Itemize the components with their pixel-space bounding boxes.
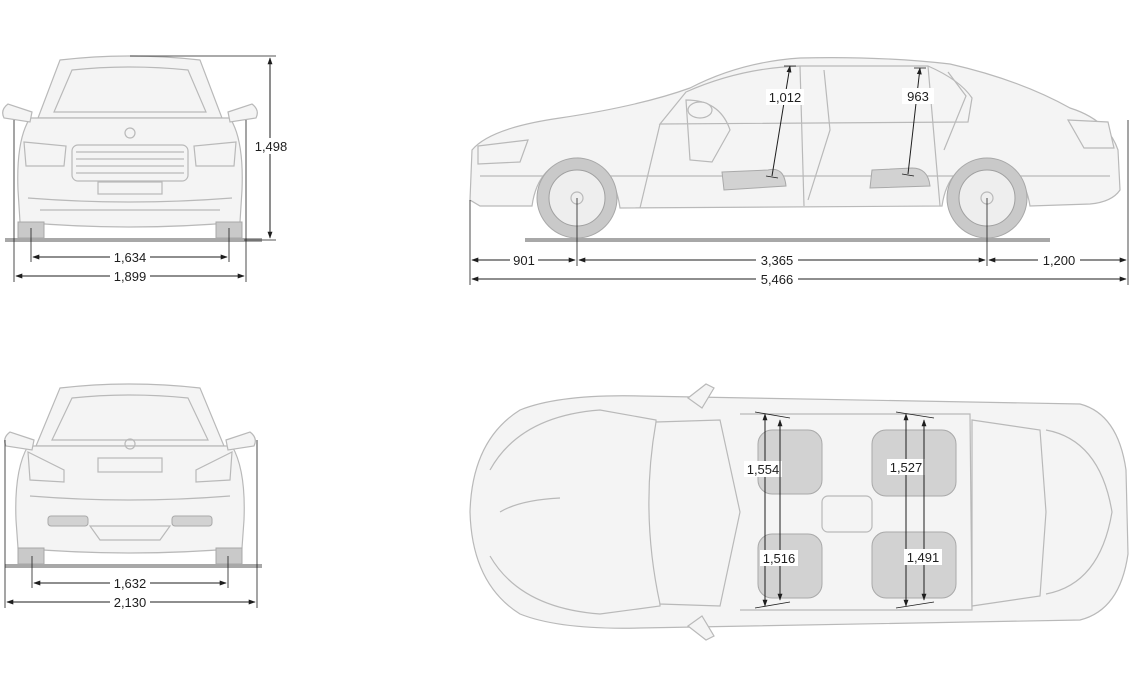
rear-left-tyre <box>17 547 45 565</box>
top-right-mirror <box>686 615 715 641</box>
front-view: 1,498 1,634 1,899 <box>2 55 290 284</box>
rear-right-tyre <box>215 547 243 565</box>
rear-seat <box>869 167 931 189</box>
top-rear-window <box>971 419 1047 607</box>
rear-right-mirror <box>225 431 256 451</box>
rear-right-exhaust <box>171 515 213 527</box>
rear-right-taillight <box>195 450 233 483</box>
rear-track-label: 1,632 <box>114 576 147 591</box>
front-overhang-label: 901 <box>513 253 535 268</box>
front-shoulder-room-label: 1,554 <box>747 462 780 477</box>
front-left-mirror <box>2 103 33 123</box>
front-headroom-label: 1,012 <box>769 90 802 105</box>
front-emblem <box>124 127 136 139</box>
front-grille <box>71 144 189 182</box>
front-windshield <box>37 55 223 119</box>
side-view: 1,012 963 901 3,365 1,200 5,466 <box>469 57 1129 287</box>
side-taillight <box>1066 119 1115 149</box>
front-elbow-room-label: 1,516 <box>763 551 796 566</box>
top-body <box>469 395 1129 629</box>
rear-headroom-label: 963 <box>907 89 929 104</box>
front-license-plate <box>97 181 163 195</box>
rear-elbow-room-label: 1,491 <box>907 550 940 565</box>
top-windshield <box>648 419 741 607</box>
front-right-mirror <box>227 103 258 123</box>
rear-left-taillight <box>27 450 65 483</box>
rear-headroom-dimension-line <box>907 67 922 175</box>
side-mirror <box>687 101 713 119</box>
front-height-label: 1,498 <box>255 139 288 154</box>
front-headroom-dimension-line <box>771 65 792 177</box>
rear-window <box>35 383 225 447</box>
rear-overhang-label: 1,200 <box>1043 253 1076 268</box>
top-view: 1,554 1,516 1,527 1,491 <box>469 383 1129 641</box>
front-left-headlight <box>23 141 67 167</box>
rear-width-label: 2,130 <box>114 595 147 610</box>
front-seat <box>721 168 787 191</box>
length-label: 5,466 <box>761 272 794 287</box>
front-width-label: 1,899 <box>114 269 147 284</box>
rear-left-mirror <box>4 431 35 451</box>
front-track-label: 1,634 <box>114 250 147 265</box>
rear-shoulder-room-label: 1,527 <box>890 460 923 475</box>
rear-view: 1,632 2,130 <box>4 383 262 610</box>
top-center-console <box>821 495 873 533</box>
wheelbase-label: 3,365 <box>761 253 794 268</box>
top-left-mirror <box>686 383 715 409</box>
rear-license-plate <box>97 457 163 473</box>
side-headlight <box>477 139 529 165</box>
rear-emblem <box>124 438 136 450</box>
rear-left-exhaust <box>47 515 89 527</box>
front-right-headlight <box>193 141 237 167</box>
